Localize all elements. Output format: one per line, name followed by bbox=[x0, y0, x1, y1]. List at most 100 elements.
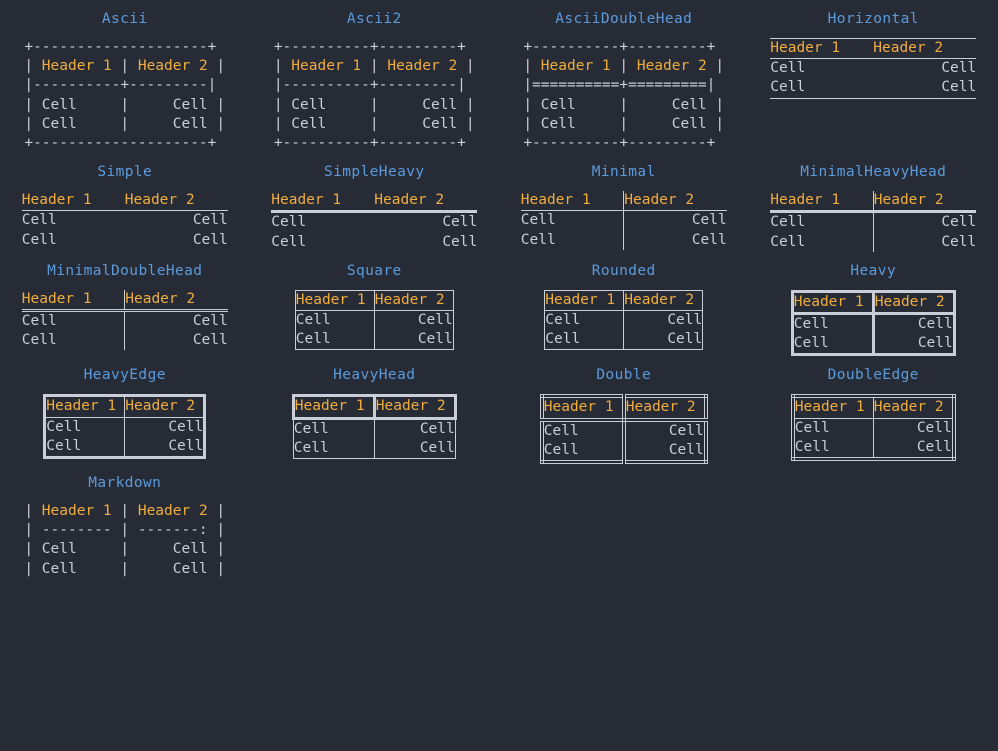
table-cell: Cell bbox=[541, 419, 626, 441]
box-table-minimalheavyhead: Header 1 Header 2 Cell Cell Cell Cell bbox=[770, 191, 977, 252]
pipe-glyph: | bbox=[111, 503, 138, 520]
ascii-table-markdown: | Header 1 | Header 2 | | -------- | ---… bbox=[24, 502, 225, 579]
ascii-table-ascii2: +----------+---------+ | Header 1 | Head… bbox=[274, 38, 475, 153]
table-header-row: Header 1 Header 2 bbox=[792, 396, 954, 419]
table-card-simple: Simple Header 1 Header 2 Cell Cell Cell … bbox=[0, 153, 250, 252]
table-cell: Cell bbox=[295, 330, 375, 350]
ascii-head-sep: |==========+=========| bbox=[523, 77, 716, 94]
table-header-row: Header 1 Header 2 bbox=[44, 395, 205, 418]
table-cell: Cell bbox=[770, 232, 874, 252]
header-2-label: Header 2 bbox=[374, 290, 454, 312]
header-2-label: Header 2 bbox=[387, 58, 458, 75]
table-cell: Cell bbox=[667, 331, 703, 348]
table-card-doubleedge: DoubleEdge Header 1 Header 2 Cell Cell C… bbox=[749, 356, 998, 464]
table-cell: Cell bbox=[192, 313, 228, 330]
table-row: Cell Cell bbox=[293, 438, 455, 459]
table-cell: Cell bbox=[770, 211, 874, 233]
table-title: MinimalDoubleHead bbox=[47, 262, 203, 279]
pipe-glyph: | bbox=[706, 58, 725, 75]
table-title: Ascii bbox=[101, 11, 148, 27]
table-cell: Cell bbox=[44, 417, 126, 437]
table-card-minimal: Minimal Header 1 Header 2 Cell Cell Cell… bbox=[499, 153, 749, 252]
pipe-glyph: | bbox=[207, 58, 226, 75]
table-cell: Cell bbox=[168, 418, 204, 435]
table-card-heavy: Heavy Header 1 Header 2 Cell Cell Cell C… bbox=[749, 252, 998, 357]
table-cell: Cell bbox=[520, 230, 625, 250]
header-1-label: Header 1 bbox=[41, 58, 112, 75]
table-cell: Cell bbox=[21, 212, 57, 229]
grid-spacer bbox=[749, 464, 998, 465]
table-cell: Cell bbox=[941, 214, 977, 231]
header-2-label: Header 2 bbox=[124, 395, 205, 418]
ascii-bottom-rule: +--------------------+ bbox=[24, 135, 217, 152]
ascii-head-sep: |----------+---------| bbox=[24, 77, 217, 94]
ascii-body-row: | Cell | Cell | bbox=[24, 541, 226, 558]
table-cell: Cell bbox=[44, 436, 126, 458]
table-row: Cell Cell bbox=[520, 230, 727, 250]
table-header-row: Header 1 Header 2 bbox=[520, 191, 727, 212]
table-row: Cell Cell bbox=[792, 334, 954, 355]
table-row: Cell Cell bbox=[544, 330, 703, 350]
ascii-header-line: | Header 1 | Header 2 | bbox=[523, 58, 724, 74]
table-title: Heavy bbox=[850, 262, 897, 279]
header-1-label: Header 1 bbox=[295, 290, 375, 312]
ascii-body-row: | Cell | Cell | bbox=[24, 560, 226, 577]
table-cell: Cell bbox=[192, 231, 228, 248]
header-2-label: Header 2 bbox=[873, 396, 954, 419]
header-2-label: Header 2 bbox=[636, 58, 707, 75]
ascii-top-rule: +--------------------+ bbox=[24, 39, 217, 55]
table-cell: Cell bbox=[792, 418, 874, 438]
table-cell: Cell bbox=[873, 78, 977, 99]
table-cell: Cell bbox=[21, 310, 126, 332]
table-card-heavyedge: HeavyEdge Header 1 Header 2 Cell Cell Ce… bbox=[0, 356, 250, 464]
box-table-heavyhead: Header 1 Header 2 Cell Cell Cell Cell bbox=[291, 394, 457, 460]
table-row: Cell Cell bbox=[295, 330, 453, 350]
table-title: Markdown bbox=[88, 475, 162, 492]
pipe-glyph: | bbox=[207, 503, 226, 520]
header-1-label: Header 1 bbox=[44, 395, 126, 418]
ascii-bottom-rule: +----------+---------+ bbox=[523, 135, 716, 152]
box-style-gallery: Ascii +--------------------+ | Header 1 … bbox=[0, 0, 998, 579]
ascii-body-row: | Cell | Cell | bbox=[273, 96, 475, 113]
ascii-table-asciidoublehead: +----------+---------+ | Header 1 | Head… bbox=[523, 38, 724, 153]
table-card-rounded: Rounded Header 1 Header 2 Cell Cell Cell… bbox=[499, 252, 749, 357]
markdown-align-row: | -------- | -------: | bbox=[24, 522, 226, 539]
table-title: Simple bbox=[97, 164, 153, 181]
table-card-asciidoublehead: AsciiDoubleHead +----------+---------+ |… bbox=[499, 0, 749, 153]
header-2-label: Header 2 bbox=[623, 290, 703, 312]
pipe-glyph: | bbox=[457, 58, 475, 75]
table-card-minimalheavyhead: MinimalHeavyHead Header 1 Header 2 Cell … bbox=[749, 153, 998, 252]
pipe-glyph: | bbox=[111, 58, 138, 75]
table-title: AsciiDoubleHead bbox=[555, 11, 693, 27]
box-table-heavyedge: Header 1 Header 2 Cell Cell Cell Cell bbox=[43, 394, 207, 460]
table-card-heavyhead: HeavyHead Header 1 Header 2 Cell Cell Ce… bbox=[250, 356, 500, 464]
table-title: DoubleEdge bbox=[827, 367, 919, 384]
table-cell: Cell bbox=[792, 334, 875, 355]
table-cell: Cell bbox=[442, 214, 478, 231]
header-1-label: Header 1 bbox=[291, 58, 362, 75]
table-cell: Cell bbox=[917, 335, 953, 352]
table-title: Horizontal bbox=[827, 11, 919, 27]
ascii-body-row: | Cell | Cell | bbox=[24, 115, 226, 132]
box-table-double: Header 1 Header 2 Cell Cell Cell Cell bbox=[539, 394, 708, 465]
table-cell: Cell bbox=[668, 441, 704, 458]
box-table-square: Header 1 Header 2 Cell Cell Cell Cell bbox=[294, 289, 454, 351]
table-title: HeavyHead bbox=[333, 367, 416, 384]
table-cell: Cell bbox=[21, 331, 126, 351]
header-2-label: Header 2 bbox=[137, 58, 208, 75]
header-1-label: Header 1 bbox=[544, 290, 625, 312]
table-cell: Cell bbox=[792, 313, 875, 335]
box-table-minimaldoublehead: Header 1 Header 2 Cell Cell Cell Cell bbox=[21, 289, 228, 351]
table-cell: Cell bbox=[419, 439, 455, 456]
grid-spacer bbox=[250, 464, 500, 465]
header-1-label: Header 1 bbox=[770, 191, 874, 214]
table-cell: Cell bbox=[271, 214, 307, 231]
header-1-label: Header 1 bbox=[792, 396, 874, 419]
table-cell: Cell bbox=[21, 231, 57, 248]
ascii-header-line: | Header 1 | Header 2 | bbox=[274, 58, 475, 74]
table-header-row: Header 1 Header 2 bbox=[544, 290, 703, 312]
table-title: Square bbox=[346, 262, 402, 279]
header-1-label: Header 1 bbox=[520, 191, 625, 212]
pipe-glyph: | bbox=[24, 58, 42, 75]
table-cell: Cell bbox=[192, 212, 228, 229]
